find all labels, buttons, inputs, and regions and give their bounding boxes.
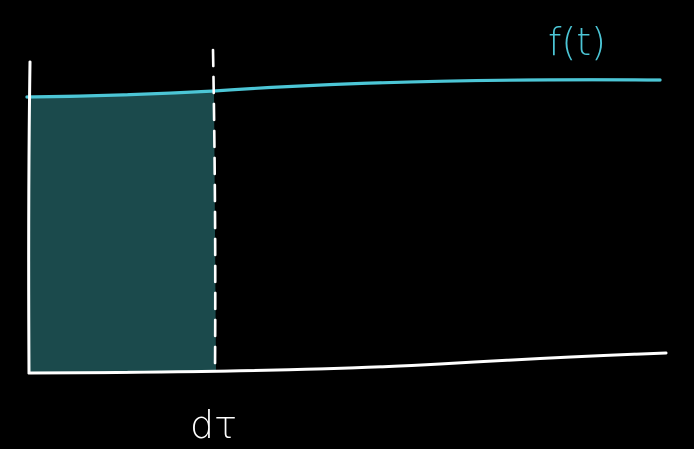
x-axis <box>27 351 668 375</box>
y-axis <box>27 60 32 375</box>
f-curve <box>25 78 662 99</box>
dtau-divider <box>211 48 217 374</box>
interval-label: dτ <box>190 403 237 447</box>
shaded-area <box>30 91 216 373</box>
curve-label: f(t) <box>548 20 606 64</box>
